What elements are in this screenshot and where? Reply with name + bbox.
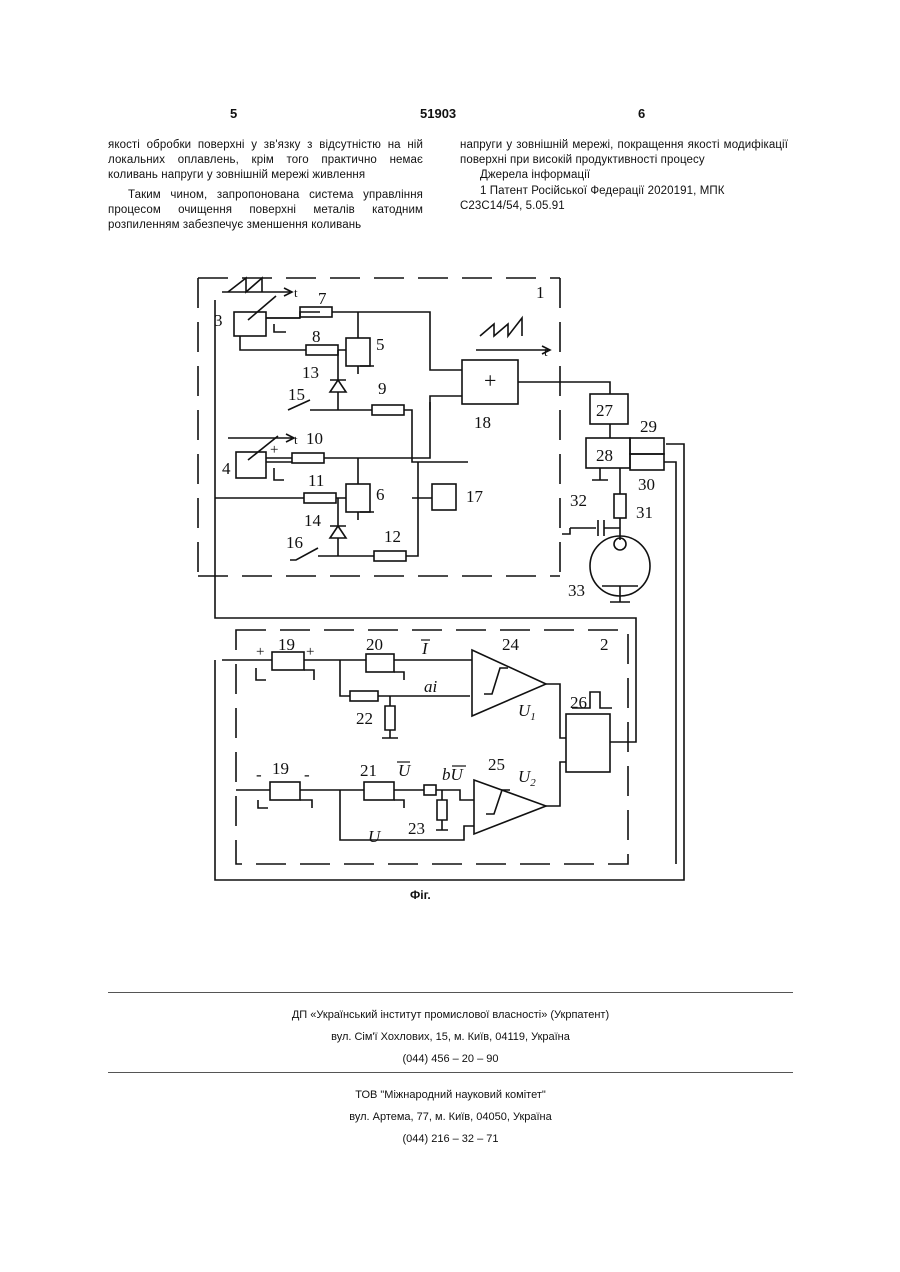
time-axis-label-2: t (294, 432, 298, 447)
label-19-bottom: 19 (272, 759, 289, 778)
footer-org1-name: ДП «Український інститут промислової вла… (108, 1004, 793, 1026)
label-4: 4 (222, 459, 231, 478)
footer-rule-top (108, 992, 793, 993)
label-9: 9 (378, 379, 387, 398)
minus-left-19: - (256, 765, 262, 784)
label-20: 20 (366, 635, 383, 654)
label-19-top: 19 (278, 635, 295, 654)
footer-org1-address: вул. Сім'ї Хохлових, 15, м. Київ, 04119,… (108, 1026, 793, 1048)
label-31: 31 (636, 503, 653, 522)
footer-org2: ТОВ "Міжнародний науковий комітет" вул. … (108, 1084, 793, 1150)
plus-label-4: + (270, 442, 278, 458)
footer-rule-bottom (108, 1072, 793, 1073)
label-28: 28 (596, 446, 613, 465)
circuit-diagram: 3 7 8 5 13 9 15 1 18 + t t t 10 + 4 11 6… (0, 0, 900, 900)
label-i-bar: I (421, 639, 429, 658)
footer-org2-name: ТОВ "Міжнародний науковий комітет" (108, 1084, 793, 1106)
label-26: 26 (570, 693, 587, 712)
time-axis-label-1: t (294, 285, 298, 300)
footer-org1: ДП «Український інститут промислової вла… (108, 1004, 793, 1070)
label-12: 12 (384, 527, 401, 546)
label-33: 33 (568, 581, 585, 600)
label-u-bar: U (398, 761, 412, 780)
footer-org1-phone: (044) 456 – 20 – 90 (108, 1048, 793, 1070)
label-22: 22 (356, 709, 373, 728)
label-25: 25 (488, 755, 505, 774)
label-11: 11 (308, 471, 324, 490)
label-30: 30 (638, 475, 655, 494)
plus-left-19: + (256, 644, 264, 660)
label-6: 6 (376, 485, 385, 504)
label-3: 3 (214, 311, 223, 330)
label-10: 10 (306, 429, 323, 448)
label-5: 5 (376, 335, 385, 354)
plus-right-19: + (306, 644, 314, 660)
footer-org2-address: вул. Артема, 77, м. Київ, 04050, Україна (108, 1106, 793, 1128)
label-u: U (368, 827, 382, 846)
label-32: 32 (570, 491, 587, 510)
label-14: 14 (304, 511, 322, 530)
label-27: 27 (596, 401, 614, 420)
label-23: 23 (408, 819, 425, 838)
label-29: 29 (640, 417, 657, 436)
label-bu: bU (442, 765, 465, 784)
time-axis-label-3: t (544, 344, 548, 359)
label-18: 18 (474, 413, 491, 432)
minus-right-19: - (304, 765, 310, 784)
figure-caption: Фіг. (410, 888, 431, 902)
label-u1: U1 (518, 701, 536, 723)
label-2: 2 (600, 635, 609, 654)
label-13: 13 (302, 363, 319, 382)
label-16: 16 (286, 533, 303, 552)
label-15: 15 (288, 385, 305, 404)
label-21: 21 (360, 761, 377, 780)
footer-org2-phone: (044) 216 – 32 – 71 (108, 1128, 793, 1150)
label-u2: U2 (518, 767, 536, 789)
label-24: 24 (502, 635, 520, 654)
label-17: 17 (466, 487, 484, 506)
label-ai: ai (424, 677, 438, 696)
label-7: 7 (318, 289, 327, 308)
label-1: 1 (536, 283, 545, 302)
summer-plus-sign: + (484, 368, 496, 393)
label-8: 8 (312, 327, 321, 346)
